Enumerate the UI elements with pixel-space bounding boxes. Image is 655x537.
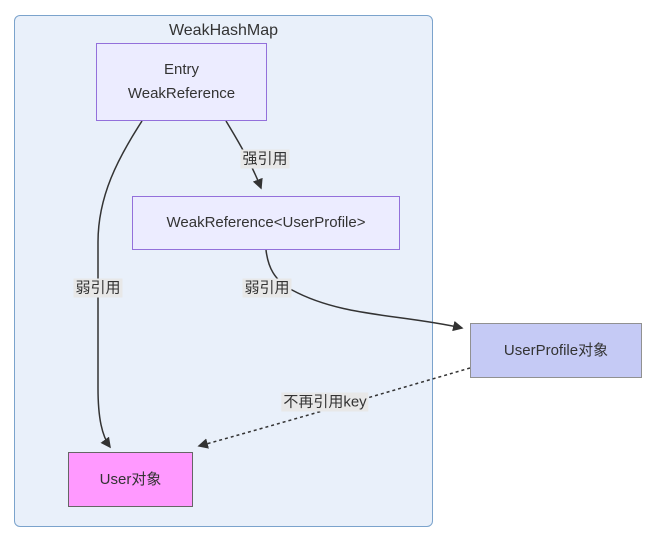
edge-label-weak-reference-right: 弱引用 xyxy=(242,278,292,298)
edge-label-strong-reference: 强引用 xyxy=(240,149,290,169)
edge-label-no-longer-reference-key: 不再引用key xyxy=(281,392,369,412)
node-userprofile-object-label: UserProfile对象 xyxy=(503,341,609,359)
node-user-object-label: User对象 xyxy=(99,470,162,488)
weakhashmap-container-title: WeakHashMap xyxy=(168,22,279,39)
edge-label-weak-reference-left: 弱引用 xyxy=(73,278,123,298)
node-entry: Entry WeakReference xyxy=(96,43,267,121)
node-userprofile-object: UserProfile对象 xyxy=(470,323,642,378)
node-entry-line1: Entry xyxy=(163,61,199,78)
node-user-object: User对象 xyxy=(68,452,193,507)
node-weakreference-userprofile: WeakReference<UserProfile> xyxy=(132,196,400,250)
node-entry-line2: WeakReference xyxy=(127,85,236,102)
node-weakreference-userprofile-label: WeakReference<UserProfile> xyxy=(166,214,366,231)
